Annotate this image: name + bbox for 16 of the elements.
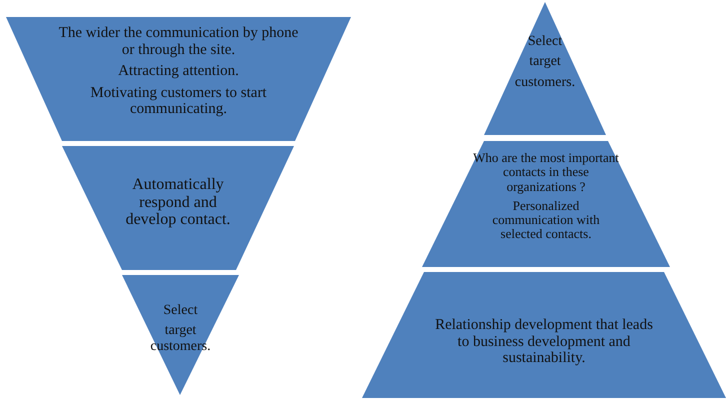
segment-text: target <box>528 54 562 70</box>
funnel-segment <box>62 146 294 270</box>
funnel-segment <box>484 2 606 135</box>
segment-text: Select <box>162 303 199 318</box>
funnel-segment <box>122 275 239 395</box>
segment-text: customers. <box>514 74 576 90</box>
segment-text: Relationship development that leads to business development and sustainability. <box>434 317 654 366</box>
segment-text: The wider the communication by phone or through the site. <box>58 25 298 58</box>
segment-text: Motivating customers to start communicating. <box>89 84 268 118</box>
segment-text: Attracting attention. <box>117 63 240 80</box>
funnel-segment <box>422 141 670 267</box>
funnel-segment <box>6 17 351 141</box>
segment-text: Automatically respond and develop contact. <box>124 176 232 229</box>
funnel-segment <box>362 272 726 398</box>
segment-text: Personalized communication with selected contacts. <box>491 198 601 242</box>
segment-text: Select <box>526 34 564 50</box>
